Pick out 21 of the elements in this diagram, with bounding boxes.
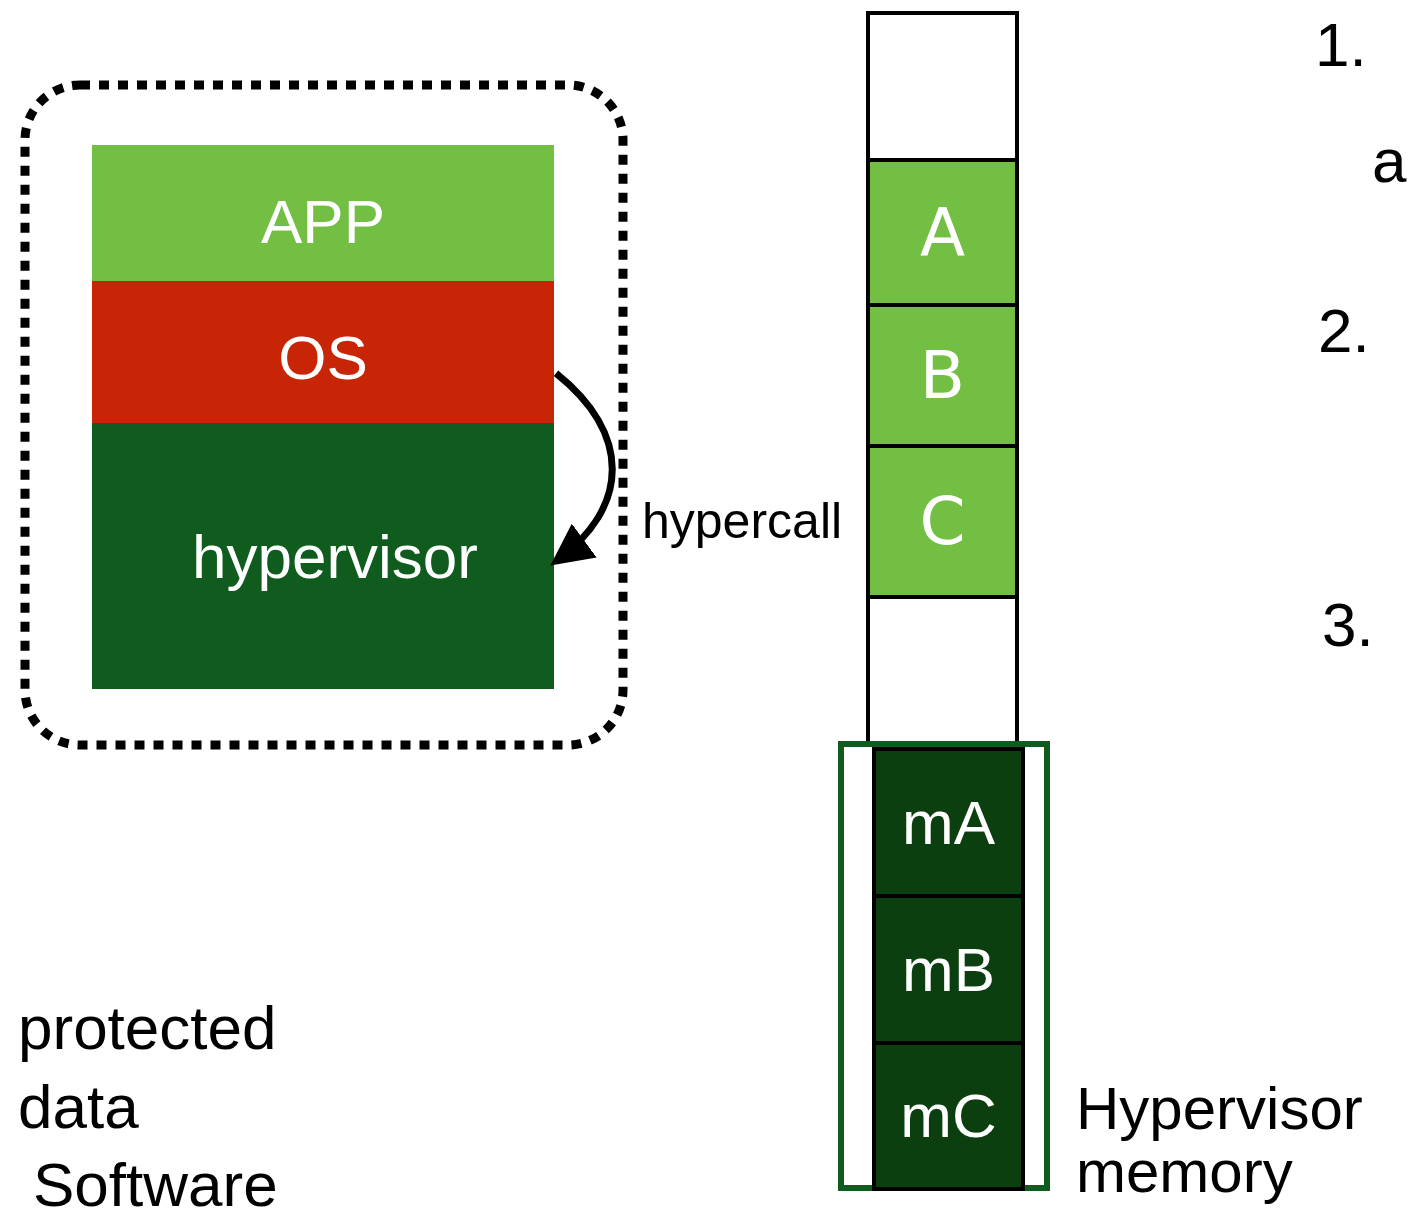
cell-label: A bbox=[918, 192, 967, 273]
legend-text: protected data bbox=[18, 992, 278, 1144]
os-layer bbox=[92, 281, 554, 423]
cell-label: mB bbox=[901, 933, 996, 1006]
cell-label: mC bbox=[899, 1080, 998, 1153]
arrow bbox=[550, 370, 616, 566]
list-number: 1. bbox=[1315, 12, 1367, 78]
text-fragment: a bbox=[1372, 128, 1407, 194]
list-number: 2. bbox=[1318, 298, 1370, 364]
layer-label: hypervisor bbox=[191, 521, 479, 593]
software-boundary bbox=[20, 80, 628, 750]
cell-label: mA bbox=[901, 786, 996, 859]
cell-label: B bbox=[918, 335, 967, 416]
app-layer bbox=[92, 145, 554, 281]
layer-label: OS bbox=[277, 322, 369, 394]
cell-label: C bbox=[918, 481, 967, 562]
region-label: Hypervisor memory bbox=[1076, 1077, 1364, 1203]
layer-label: APP bbox=[259, 186, 387, 258]
hypervisor-layer bbox=[92, 423, 554, 689]
list-number: 3. bbox=[1322, 592, 1374, 658]
legend-text: Software bbox=[33, 1152, 278, 1218]
